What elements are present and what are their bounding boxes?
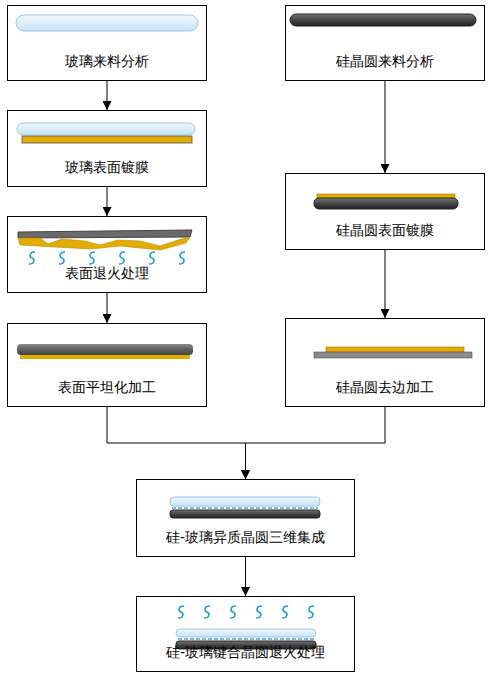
flow-arrow [107,187,108,216]
flow-arrow [107,293,108,323]
bond-interface [178,638,314,639]
glass-wafer [170,497,320,506]
glass-wafer [176,629,316,637]
process-box: 表面退火处理 [7,216,207,293]
flow-arrow [107,81,108,110]
process-box: 硅-玻璃异质晶圆三维集成 [136,479,355,557]
silicon-wafer [314,352,472,358]
coating-layer [20,355,190,359]
process-label: 硅-玻璃异质晶圆三维集成 [141,528,350,546]
coating-layer [18,237,190,250]
flow-arrow [385,81,386,173]
bond-interface [172,507,318,508]
process-box: 玻璃来料分析 [7,5,207,81]
silicon-wafer [314,198,458,209]
glass-wafer [17,123,195,135]
process-label: 硅晶圆来料分析 [290,52,480,70]
flow-arrow [385,250,386,318]
glass-wafer [16,15,198,31]
coating-layer [22,136,192,143]
glass-wafer [17,344,193,355]
process-box: 硅晶圆去边加工 [285,318,485,407]
silicon-wafer [290,14,476,26]
process-label: 玻璃表面镀膜 [12,158,202,176]
coating-layer [326,347,464,352]
process-box: 玻璃表面镀膜 [7,110,207,187]
heat-symbols [178,606,314,618]
flow-arrow [246,407,386,479]
process-label: 表面平坦化加工 [12,378,202,396]
process-box: 硅晶圆表面镀膜 [285,173,485,250]
heat-symbols [29,252,185,264]
glass-wafer [18,230,192,238]
flow-arrow [107,407,246,479]
process-label: 硅晶圆表面镀膜 [290,221,480,239]
silicon-wafer [170,510,320,518]
process-box: 表面平坦化加工 [7,323,207,407]
process-label: 玻璃来料分析 [12,52,202,70]
process-label: 硅晶圆去边加工 [290,378,480,396]
process-box: 硅晶圆来料分析 [285,5,485,81]
process-box: 硅-玻璃键合晶圆退火处理 [136,596,355,672]
process-label: 表面退火处理 [12,264,202,282]
flow-arrow [245,557,246,596]
process-label: 硅-玻璃键合晶圆退火处理 [141,643,350,661]
